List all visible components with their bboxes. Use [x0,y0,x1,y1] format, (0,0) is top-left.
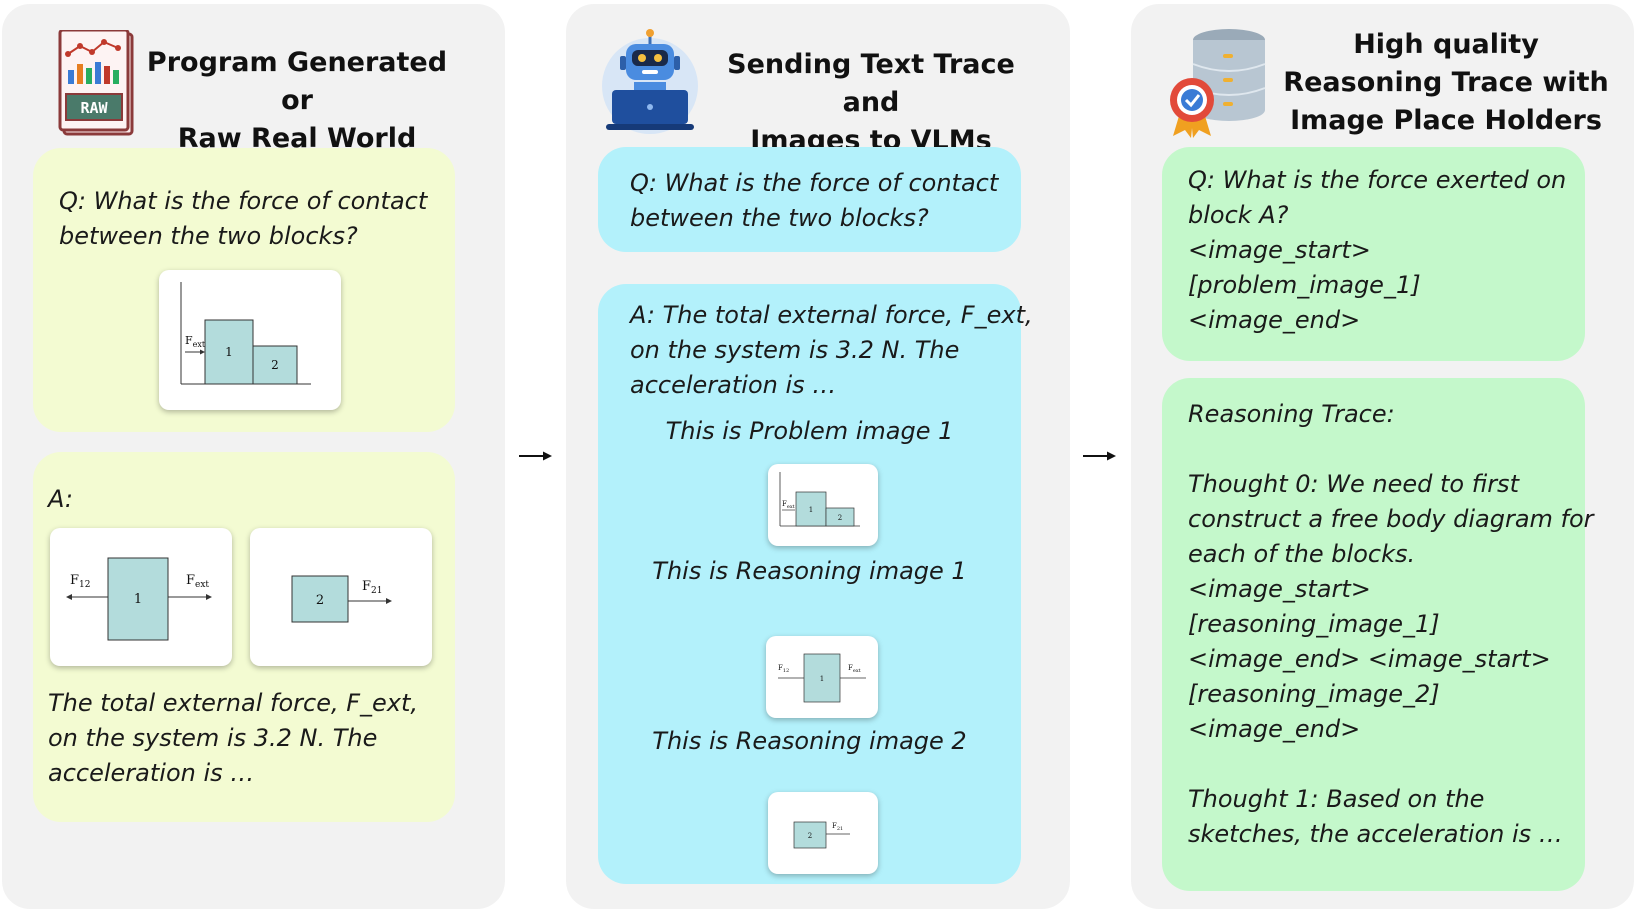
question-box: Q: What is the force of contact between … [598,147,1021,252]
text-line: Thought 0: We need to first [1188,470,1519,498]
title-line: High quality [1353,29,1539,60]
free-body-diagram-block-1: 1 F12 Fext [50,528,232,666]
caption-reasoning-image-2: This is Reasoning image 2 [652,727,967,755]
column-3-title: High quality Reasoning Trace with Image … [1281,26,1611,140]
raw-label: RAW [80,99,108,117]
block-2-label: 2 [838,514,842,522]
robot-laptop-icon [598,28,706,134]
title-line: Image Place Holders [1290,105,1602,136]
database-badge-icon [1165,26,1275,138]
blank-line [1188,432,1594,467]
text-line: A: The total external force, F_ext, [630,301,1033,329]
panel-raw-data: RAW Program Generated or Raw Real World … [2,4,505,909]
block-2-label: 2 [271,358,279,372]
text-line: on the system is 3.2 N. The [48,724,378,752]
text-line: construct a free body diagram for [1188,505,1594,533]
question-text: Q: What is the force of contact between … [59,184,427,254]
answer-label: A: [48,485,73,513]
answer-text: A: The total external force, F_ext, on t… [630,298,1033,403]
block-1-label: 1 [134,592,142,607]
f12-label: F12 [70,573,90,590]
block-2-label: 2 [808,832,812,840]
question-box: Q: What is the force of contact between … [33,148,455,432]
f21-label: F21 [832,822,843,832]
reasoning-text: Reasoning Trace: Thought 0: We need to f… [1188,397,1594,852]
reasoning-image-2-thumb: 2 F21 [768,792,878,874]
text-line: each of the blocks. [1188,540,1416,568]
data-sheet-icon: RAW [58,28,138,138]
blank-line [1188,747,1594,782]
fext-label: Fext [782,500,795,510]
title-line: Sending Text Trace and [727,49,1015,118]
f12-label: F12 [778,664,789,674]
text-line: <image_end> [1188,306,1361,334]
text-line: [reasoning_image_1] [1188,610,1440,638]
free-body-diagram-block-2: 2 F21 [250,528,432,666]
answer-box: A: The total external force, F_ext, on t… [598,284,1033,884]
reasoning-box: Reasoning Trace: Thought 0: We need to f… [1162,378,1594,891]
text-line: acceleration is … [48,759,255,787]
text-line: between the two blocks? [630,204,929,232]
text-line: Reasoning Trace: [1188,400,1395,428]
column-2-title: Sending Text Trace and Images to VLMs [706,46,1036,160]
block-2-label: 2 [316,593,324,608]
text-line: sketches, the acceleration is … [1188,820,1563,848]
block-1-label: 1 [820,675,824,683]
text-line: <image_start> [1188,575,1371,603]
two-blocks-diagram: 1 2 Fext [180,282,311,385]
problem-image: 1 2 Fext [159,270,341,410]
text-line: The total external force, F_ext, [48,689,419,717]
text-line: block A? [1188,201,1289,229]
flow-arrow-icon [519,451,552,461]
question-text: Q: What is the force of contact between … [630,166,998,236]
text-line: on the system is 3.2 N. The [630,336,960,364]
fext-label: Fext [186,573,209,590]
answer-text: The total external force, F_ext, on the … [48,686,418,791]
reasoning-image-1-thumb: 1 F12 Fext [766,636,878,718]
text-line: Q: What is the force exerted on [1188,166,1567,194]
text-line: [reasoning_image_2] [1188,680,1440,708]
text-line: Thought 1: Based on the [1188,785,1485,813]
question-text: Q: What is the force exerted on block A?… [1188,163,1566,338]
text-line: Q: What is the force of contact [630,169,999,197]
caption-reasoning-image-1: This is Reasoning image 1 [652,557,967,585]
block-1-label: 1 [809,506,813,514]
title-line: Reasoning Trace with [1283,67,1609,98]
problem-image-thumb: 1 2 Fext [768,464,878,546]
question-box: Q: What is the force exerted on block A?… [1162,147,1585,361]
panel-vlm: Sending Text Trace and Images to VLMs Q:… [566,4,1070,909]
caption-problem-image-1: This is Problem image 1 [665,417,954,445]
answer-box: A: 1 F12 Fext 2 F21 The total [33,452,455,822]
text-line: <image_end> <image_start> [1188,645,1551,673]
text-line: <image_end> [1188,715,1361,743]
title-line: Program Generated or [146,47,448,116]
text-line: <image_start> [1188,236,1371,264]
f21-label: F21 [362,579,382,596]
text-line: [problem_image_1] [1188,271,1421,299]
fext-label: Fext [848,664,861,674]
block-1-label: 1 [225,345,233,359]
panel-reasoning-trace: High quality Reasoning Trace with Image … [1131,4,1634,909]
flow-arrow-icon [1083,451,1116,461]
text-line: acceleration is … [630,371,837,399]
fext-label: Fext [185,334,206,349]
text-line: between the two blocks? [59,222,358,250]
text-line: Q: What is the force of contact [59,187,428,215]
